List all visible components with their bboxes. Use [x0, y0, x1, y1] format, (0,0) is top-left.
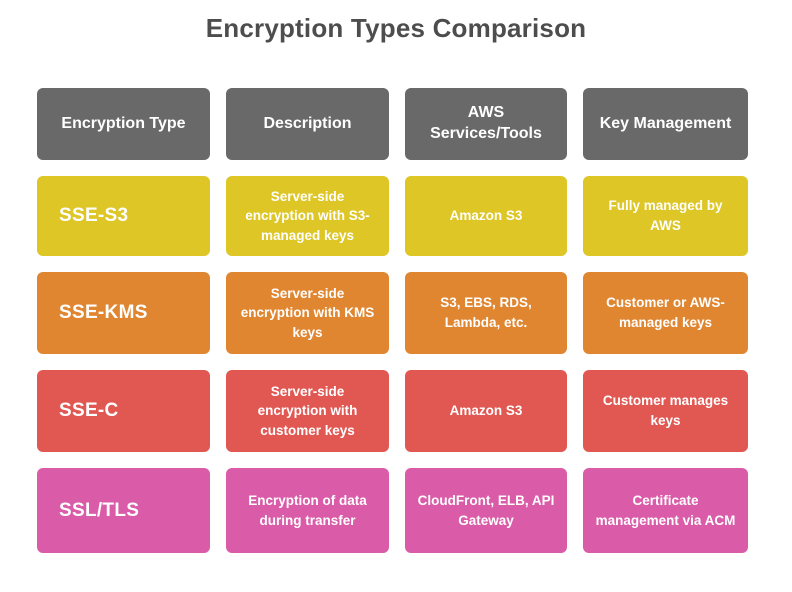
- encryption-type-cell: SSE-C: [37, 370, 210, 452]
- header-key-management: Key Management: [583, 88, 748, 160]
- description-cell: Server-side encryption with customer key…: [226, 370, 389, 452]
- description-cell: Server-side encryption with S3-managed k…: [226, 176, 389, 256]
- header-description: Description: [226, 88, 389, 160]
- description-cell: Server-side encryption with KMS keys: [226, 272, 389, 354]
- aws-services-cell: Amazon S3: [405, 176, 567, 256]
- description-cell: Encryption of data during transfer: [226, 468, 389, 553]
- aws-services-cell: S3, EBS, RDS, Lambda, etc.: [405, 272, 567, 354]
- key-management-cell: Certificate management via ACM: [583, 468, 748, 553]
- key-management-cell: Customer or AWS-managed keys: [583, 272, 748, 354]
- page-title: Encryption Types Comparison: [205, 13, 587, 43]
- encryption-type-cell: SSE-KMS: [37, 272, 210, 354]
- header-aws-services-tools: AWS Services/Tools: [405, 88, 567, 160]
- aws-services-cell: CloudFront, ELB, API Gateway: [405, 468, 567, 553]
- key-management-cell: Fully managed by AWS: [583, 176, 748, 256]
- key-management-cell: Customer manages keys: [583, 370, 748, 452]
- comparison-table: Encryption Type Description AWS Services…: [37, 88, 748, 553]
- aws-services-cell: Amazon S3: [405, 370, 567, 452]
- encryption-type-cell: SSL/TLS: [37, 468, 210, 553]
- encryption-type-cell: SSE-S3: [37, 176, 210, 256]
- header-encryption-type: Encryption Type: [37, 88, 210, 160]
